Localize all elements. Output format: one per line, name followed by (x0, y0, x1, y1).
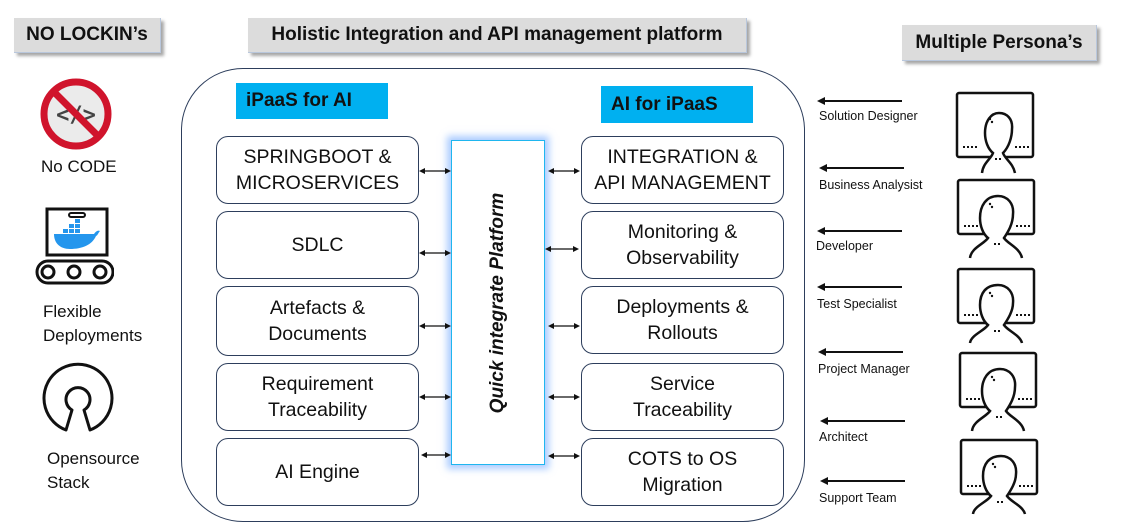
module-line: Rollouts (647, 322, 718, 344)
module-line: SPRINGBOOT & (243, 146, 392, 168)
no-lockins-title: NO LOCKIN’s (14, 18, 161, 53)
feature-label-flexible: Flexible (43, 302, 102, 321)
ai-for-ipaas-header: AI for iPaaS (601, 86, 753, 123)
user-at-computer-icon (956, 267, 1036, 344)
left-arrow-icon (817, 227, 902, 235)
module-line: MICROSERVICES (235, 172, 400, 194)
left-arrow-icon (817, 97, 902, 105)
module-line: Documents (268, 323, 367, 345)
persona-label-project-manager: Project Manager (818, 362, 910, 376)
module-deployments-rollouts: Deployments & Rollouts (581, 286, 784, 354)
module-integration-api-management: INTEGRATION & API MANAGEMENT (581, 136, 784, 204)
module-line: Artefacts & (269, 297, 366, 319)
module-springboot-microservices: SPRINGBOOT & MICROSERVICES (216, 136, 419, 204)
user-at-computer-icon (955, 91, 1035, 174)
module-line: SDLC (291, 234, 344, 256)
left-arrow-icon (819, 164, 904, 172)
bidirectional-arrow-icon (548, 453, 580, 459)
left-arrow-icon (818, 348, 903, 356)
persona-label-architect: Architect (819, 430, 868, 444)
module-line: Service (649, 373, 715, 395)
module-line: AI Engine (275, 461, 360, 483)
bidirectional-arrow-icon (419, 323, 451, 329)
quick-integrate-platform: Quick integrate Platform (451, 140, 545, 465)
persona-label-developer: Developer (816, 239, 873, 253)
feature-label-deployments: Deployments (43, 326, 143, 345)
persona-label-test-specialist: Test Specialist (817, 297, 897, 311)
module-line: COTS to OS (627, 448, 738, 470)
feature-label-opensource: Opensource (47, 449, 140, 468)
bidirectional-arrow-icon (548, 323, 580, 329)
user-at-computer-icon (958, 351, 1038, 432)
bidirectional-arrow-icon (419, 168, 451, 174)
module-line: Requirement (261, 373, 374, 395)
module-cots-to-os-migration: COTS to OS Migration (581, 438, 784, 506)
persona-label-business-analysist: Business Analysist (819, 178, 923, 192)
module-artefacts-documents: Artefacts & Documents (216, 286, 419, 356)
left-arrow-icon (820, 477, 905, 485)
persona-label-support-team: Support Team (819, 491, 897, 505)
platform-container (181, 68, 805, 522)
module-ai-engine: AI Engine (216, 438, 419, 506)
bidirectional-arrow-icon (421, 452, 451, 458)
bidirectional-arrow-icon (419, 394, 451, 400)
left-arrow-icon (817, 283, 902, 291)
bidirectional-arrow-icon (548, 394, 580, 400)
feature-label-stack: Stack (47, 473, 90, 492)
multiple-personas-title: Multiple Persona’s (902, 25, 1097, 61)
ipaas-for-ai-header: iPaaS for AI (236, 83, 388, 119)
module-line: Traceability (633, 399, 732, 421)
bidirectional-arrow-icon (548, 168, 580, 174)
module-line: API MANAGEMENT (594, 172, 771, 194)
bidirectional-arrow-icon (419, 250, 451, 256)
module-line: Observability (626, 247, 739, 269)
persona-label-solution-designer: Solution Designer (819, 109, 918, 123)
no-code-icon: </> (40, 78, 112, 150)
module-line: Traceability (268, 399, 367, 421)
module-sdlc: SDLC (216, 211, 419, 279)
bidirectional-arrow-icon (545, 246, 579, 252)
user-at-computer-icon (959, 438, 1039, 515)
user-at-computer-icon (956, 178, 1036, 259)
module-line: Migration (642, 474, 723, 496)
platform-title: Holistic Integration and API management … (248, 18, 747, 53)
open-source-icon (42, 362, 114, 432)
feature-label-no-code: No CODE (41, 157, 117, 176)
module-line: Deployments & (616, 296, 749, 318)
left-arrow-icon (820, 417, 905, 425)
module-monitoring-observability: Monitoring & Observability (581, 211, 784, 279)
docker-conveyor-icon (35, 207, 114, 285)
core-label: Quick integrate Platform (487, 192, 508, 413)
module-line: INTEGRATION & (607, 146, 758, 168)
module-line: Monitoring & (627, 221, 738, 243)
